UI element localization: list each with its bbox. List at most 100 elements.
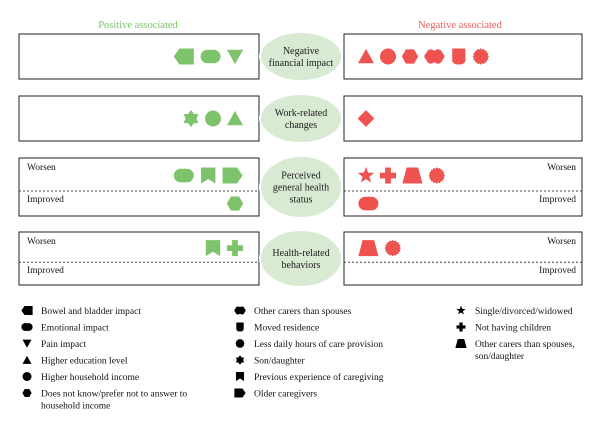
star6-icon: [235, 355, 245, 365]
legend-item: Higher household income: [22, 372, 139, 383]
legend-label: Pain impact: [41, 340, 86, 350]
pentagon-left-icon: [173, 48, 194, 65]
improved-label: Improved: [27, 266, 64, 276]
cross-icon: [456, 322, 466, 332]
legend-item: Other carers than spouses: [234, 306, 352, 317]
legend-label: Does not know/prefer not to answer to: [41, 389, 187, 400]
triangle-down-icon: [22, 339, 32, 348]
category-label: changes: [285, 120, 317, 131]
legend-item: Previous experience of caregiving: [235, 372, 384, 383]
legend-label: Older caregivers: [254, 390, 317, 400]
wavy-circle-icon: [472, 48, 489, 65]
legend-label: Other carers than spouses,: [475, 340, 575, 350]
category-label: Work-related: [275, 108, 328, 119]
improved-label: Improved: [539, 266, 576, 276]
legend-label: Higher education level: [41, 357, 128, 367]
left-worsen-icons: [173, 167, 243, 184]
right-improved-icons: [358, 196, 379, 211]
star5-icon: [357, 166, 375, 183]
circle-icon: [380, 48, 396, 65]
star6-icon: [183, 109, 199, 128]
left-worsen-icons: [205, 240, 243, 257]
category-label: financial impact: [269, 58, 334, 69]
right-panel: [343, 95, 583, 142]
legend-item: Emotional impact: [21, 323, 109, 334]
legend-item: Does not know/prefer not to answer tohou…: [22, 389, 187, 412]
right-worsen-icons: [357, 166, 445, 184]
improved-label: Improved: [539, 195, 576, 205]
trapezoid-icon: [455, 339, 467, 348]
triangle-up-icon: [227, 110, 243, 126]
left-icons: [173, 48, 243, 65]
cross-icon: [227, 240, 243, 257]
negative-associated-header: Negative associated: [418, 20, 502, 31]
worsen-label: Worsen: [27, 163, 56, 173]
legend-label: Single/divorced/widowed: [475, 307, 573, 317]
circle-icon: [22, 372, 32, 381]
cross-icon: [380, 167, 396, 184]
worsen-label: Worsen: [547, 163, 576, 173]
pentagon-left-icon: [21, 306, 33, 315]
legend-label: Moved residence: [254, 324, 319, 334]
category-label: general health: [273, 183, 329, 194]
left-improved-icons: [226, 196, 244, 211]
category-label: Health-related: [272, 248, 329, 259]
shield-icon: [236, 322, 244, 332]
right-icons: [358, 48, 489, 65]
legend-label: Other carers than spouses: [254, 307, 352, 317]
legend-item: Bowel and bladder impact: [21, 306, 141, 317]
legend-item: Not having children: [456, 322, 551, 334]
wavy-circle-icon: [428, 167, 445, 184]
category-label: Negative: [283, 46, 320, 57]
left-panel: [18, 33, 260, 80]
triangle-up-icon: [358, 48, 374, 64]
legend-item: Less daily hours of care provision: [235, 338, 383, 350]
legend-label: Previous experience of caregiving: [254, 372, 384, 383]
stadium-icon: [21, 323, 33, 331]
legend-label: Less daily hours of care provision: [254, 339, 383, 350]
stadium-icon: [173, 168, 194, 183]
trapezoid-icon: [402, 167, 423, 184]
wavy-circle-icon: [384, 239, 401, 257]
legend-label: Emotional impact: [41, 324, 109, 334]
circle-icon: [205, 110, 221, 127]
triangle-up-icon: [22, 355, 32, 364]
hexagon-icon: [401, 49, 419, 64]
right-icons: [357, 110, 375, 127]
legend-item: Other carers than spouses, son/daughter: [455, 339, 575, 362]
banner-icon: [201, 167, 216, 184]
worsen-label: Worsen: [27, 237, 56, 247]
cloud-icon: [424, 49, 445, 64]
right-worsen-icons: [358, 239, 401, 257]
hexagon-icon: [22, 389, 32, 397]
left-icons: [183, 109, 243, 128]
legend-item: Moved residence: [236, 322, 319, 334]
improved-label: Improved: [27, 195, 64, 205]
legend-label: Not having children: [475, 324, 551, 334]
legend-item: Pain impact: [22, 339, 86, 350]
legend-label: son/daughter: [475, 352, 525, 362]
legend-label: Bowel and bladder impact: [41, 307, 141, 317]
right-panel: [343, 231, 583, 286]
category-label: status: [290, 195, 313, 206]
trapezoid-icon: [358, 240, 379, 257]
legend-item: Son/daughter: [235, 355, 305, 367]
pentagon-right-icon: [222, 167, 243, 184]
banner-icon: [205, 240, 221, 257]
star5-icon: [456, 305, 466, 315]
shield-icon: [452, 48, 466, 65]
category-label: Perceived: [281, 171, 320, 182]
wavy-circle-icon: [235, 338, 245, 349]
category-label: behaviors: [282, 260, 321, 271]
stadium-icon: [358, 196, 379, 211]
legend-label: Son/daughter: [254, 357, 305, 367]
pentagon-right-icon: [234, 388, 246, 398]
legend-item: Older caregivers: [234, 388, 317, 400]
